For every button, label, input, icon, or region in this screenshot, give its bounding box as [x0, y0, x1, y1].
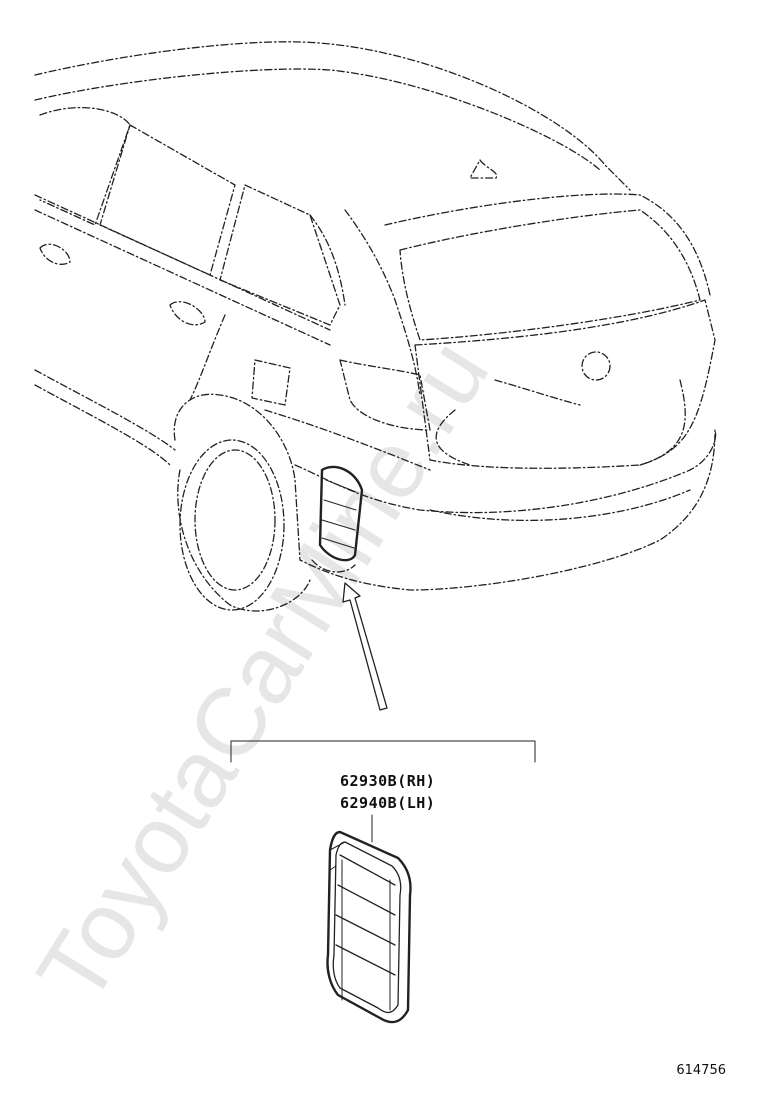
part-label-lh: 62940B(LH) — [340, 794, 435, 812]
roof-outline — [34, 41, 631, 191]
vent-grille-enlarged — [326, 830, 412, 1024]
part-number-rh: 62930B — [340, 772, 398, 790]
rear-window — [399, 209, 701, 341]
door-handle-front — [39, 243, 71, 265]
rear-bumper — [294, 429, 717, 591]
location-arrow — [342, 582, 388, 711]
door-handle-rear — [169, 301, 206, 326]
part-number-lh: 62940B — [340, 794, 398, 812]
callout-bracket — [230, 740, 536, 763]
part-side-lh: (LH) — [397, 794, 436, 812]
fuel-door — [251, 359, 291, 406]
wheel-arch — [173, 393, 301, 561]
rear-tire — [179, 439, 285, 611]
rear-side-window — [99, 124, 236, 276]
vent-on-vehicle — [318, 465, 364, 562]
tailgate — [414, 299, 716, 469]
figure-number: 614756 — [676, 1063, 726, 1078]
part-side-rh: (RH) — [397, 772, 436, 790]
part-label-rh: 62930B(RH) — [340, 772, 435, 790]
emblem — [581, 351, 611, 381]
